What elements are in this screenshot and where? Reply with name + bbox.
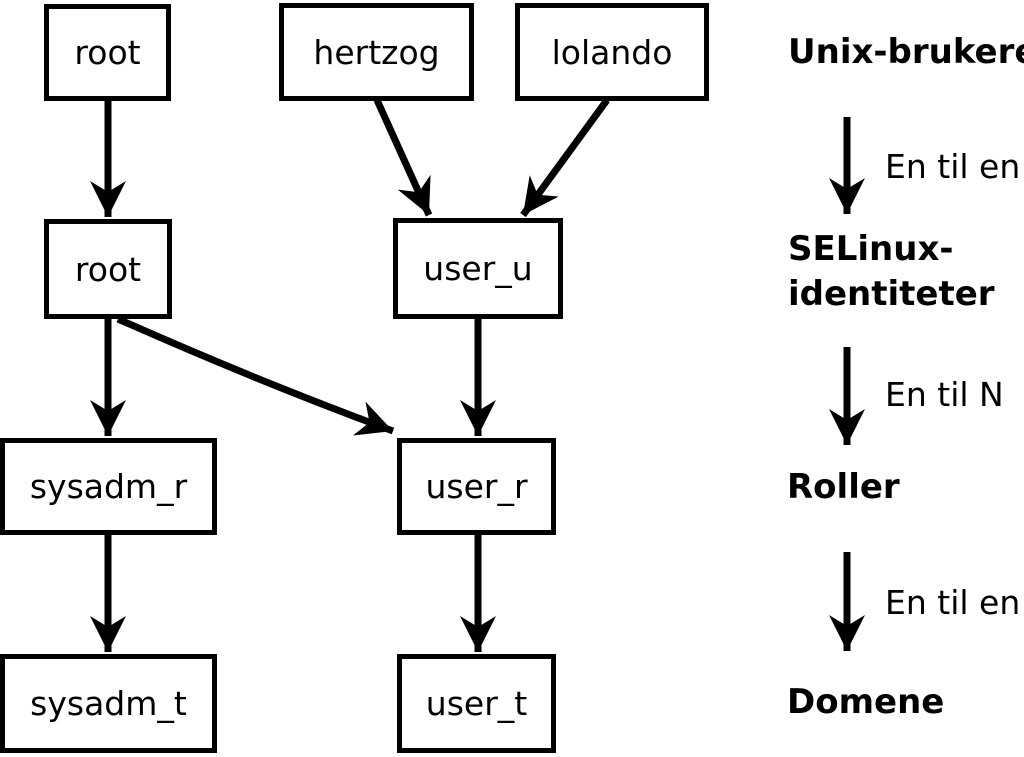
arrow-hertzog-to-user_u <box>373 98 433 217</box>
node-user_t-label: user_t <box>425 684 528 723</box>
node-lolando: lolando <box>515 3 709 101</box>
node-hertzog: hertzog <box>279 3 474 101</box>
legend-selinux-identities-line2: identiteter <box>788 274 995 314</box>
legend-selinux-identities: SELinux- identiteter <box>788 227 995 317</box>
legend-domains: Domene <box>787 682 945 722</box>
legend-roles: Roller <box>787 467 900 507</box>
legend-one-to-n: En til N <box>885 375 1004 414</box>
node-hertzog-label: hertzog <box>313 32 440 72</box>
legend-one-to-one-1: En til en <box>885 147 1021 186</box>
legend-selinux-identities-line1: SELinux- <box>788 229 954 269</box>
node-user_r-label: user_r <box>425 467 528 506</box>
legend-unix-users: Unix-brukere <box>788 32 1024 72</box>
node-lolando-label: lolando <box>551 32 673 72</box>
arrow-lolando-to-user_u <box>520 97 610 218</box>
node-selinux-root: root <box>44 219 172 319</box>
arrow-selinuxroot-to-user_r <box>116 315 395 436</box>
node-user_r: user_r <box>397 438 556 535</box>
node-selinux-root-label: root <box>74 249 142 289</box>
node-sysadm_r: sysadm_r <box>0 438 217 535</box>
legend-one-to-one-2: En til en <box>885 583 1021 622</box>
node-unix-root: root <box>44 4 171 101</box>
node-unix-root-label: root <box>74 33 141 72</box>
node-user_u: user_u <box>393 218 563 319</box>
node-user_t: user_t <box>397 654 556 753</box>
node-sysadm_r-label: sysadm_r <box>29 467 188 506</box>
node-sysadm_t: sysadm_t <box>0 654 217 753</box>
node-sysadm_t-label: sysadm_t <box>30 684 187 723</box>
node-user_u-label: user_u <box>423 249 533 288</box>
